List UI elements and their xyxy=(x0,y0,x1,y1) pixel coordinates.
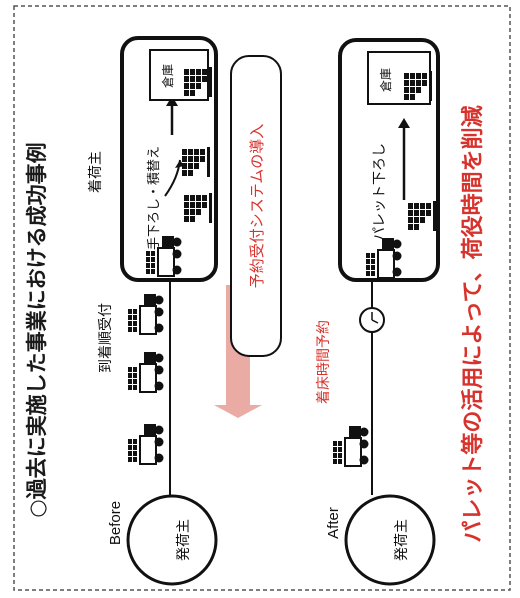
before-row: 発荷主 Before 到着順受付 着荷主 手下ろし・積替え 倉庫 xyxy=(88,36,218,586)
berth-reservation-label: 着床時間予約 xyxy=(316,320,332,404)
waiting-truck-1 xyxy=(127,423,165,465)
after-to-warehouse-arrow-head xyxy=(398,118,410,128)
arrival-order-label: 到着順受付 xyxy=(98,303,114,373)
outer-frame xyxy=(13,5,511,591)
before-shipper-label: 発荷主 xyxy=(176,519,192,561)
pallet-unload-label: パレット下ろし xyxy=(372,143,388,241)
after-row: 発荷主 After 着床時間予約 パレット下ろし 倉庫 xyxy=(316,38,440,586)
after-waiting-truck xyxy=(332,425,370,467)
before-shipper-circle xyxy=(126,494,218,586)
clock-hand-minute xyxy=(371,319,379,324)
manual-unload-label: 手下ろし・積替え xyxy=(147,146,162,250)
page-title: ○過去に実施した事業における成功事例 xyxy=(25,142,49,517)
waiting-truck-3 xyxy=(127,293,165,335)
waiting-truck-2 xyxy=(127,351,165,393)
reservation-system-label: 予約受付システムの導入 xyxy=(248,124,266,289)
unload-curve-head xyxy=(175,160,184,168)
after-warehouse-label: 倉庫 xyxy=(378,68,393,92)
before-label: Before xyxy=(107,501,124,545)
after-shipper-label: 発荷主 xyxy=(394,519,410,561)
after-shipper-circle xyxy=(344,494,436,586)
intervention-group: 予約受付システムの導入 xyxy=(214,55,282,418)
before-consignee-label: 着荷主 xyxy=(88,151,104,193)
reservation-system-box xyxy=(230,55,282,357)
after-label: After xyxy=(325,507,342,539)
conclusion-text: パレット等の活用によって、荷役時間を削減 xyxy=(460,105,486,542)
before-warehouse-label: 倉庫 xyxy=(160,64,175,88)
